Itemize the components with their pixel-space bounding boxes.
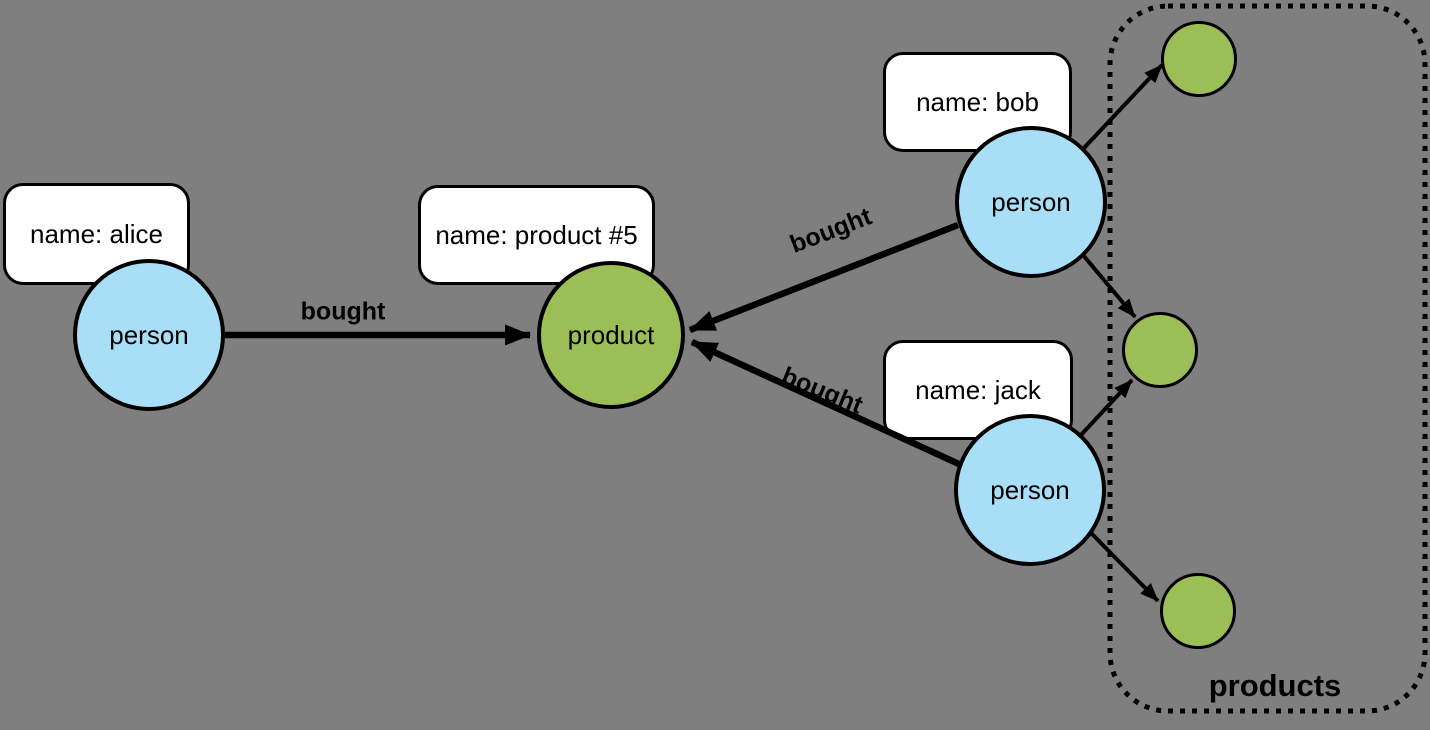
edge-jack-to-product-small-3 — [1089, 531, 1160, 603]
person-node-bob: person — [955, 126, 1107, 278]
bob-property-text: name: bob — [916, 86, 1039, 117]
edge-label-bob-bought: bought — [786, 202, 876, 259]
edge-bob-to-product-small-1 — [1082, 63, 1164, 150]
product-node-small-3 — [1160, 573, 1236, 649]
edge-label-jack-bought: bought — [777, 361, 867, 420]
products-group-label: products — [1208, 668, 1342, 703]
jack-property-text: name: jack — [915, 374, 1041, 405]
person-node-jack-label: person — [990, 474, 1070, 505]
alice-property-text: name: alice — [30, 218, 163, 249]
person-node-jack: person — [954, 414, 1106, 566]
edge-jack-to-product-small-2 — [1079, 378, 1134, 437]
person-node-alice: person — [73, 259, 225, 411]
person-node-alice-label: person — [109, 319, 189, 350]
person-node-bob-label: person — [991, 186, 1071, 217]
edge-bob-to-product-small-2 — [1081, 253, 1137, 319]
product-node-small-1 — [1161, 21, 1237, 97]
edge-label-alice-bought: bought — [300, 297, 386, 326]
product-node-main: product — [537, 261, 685, 409]
alice-property-box: name: alice — [3, 183, 190, 285]
product-node-small-2 — [1122, 312, 1198, 388]
product-node-main-label: product — [567, 319, 655, 350]
product-property-text: name: product #5 — [435, 219, 638, 250]
